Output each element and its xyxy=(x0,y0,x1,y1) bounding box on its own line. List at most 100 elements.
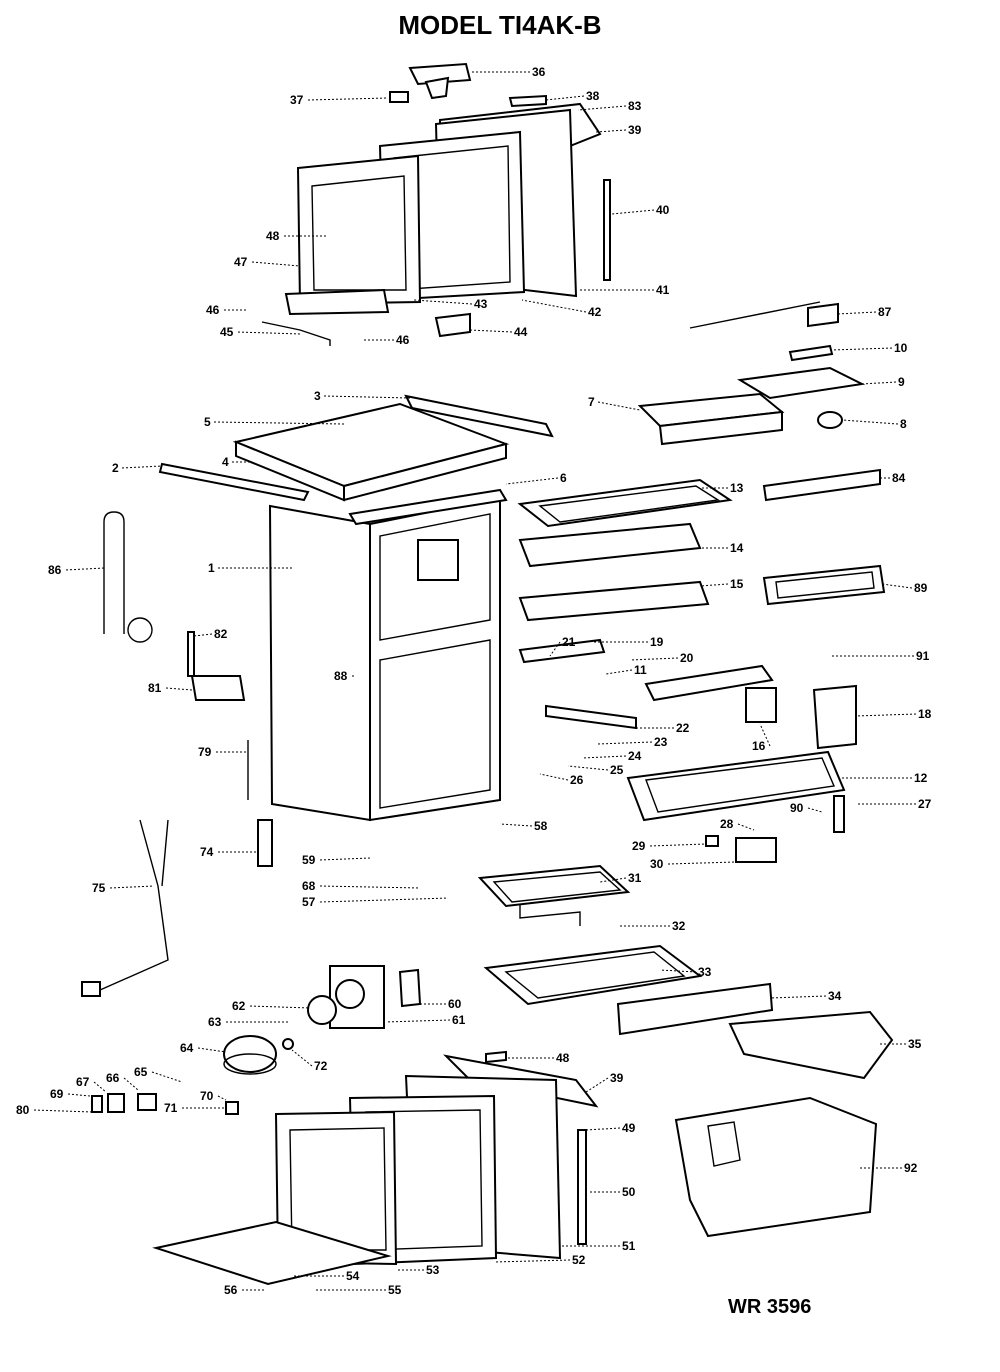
leader-line-72 xyxy=(291,1049,313,1067)
relay-cover xyxy=(137,1093,157,1111)
door-bottom-shelf xyxy=(152,1220,392,1286)
callout-48: 48 xyxy=(556,1051,570,1065)
kickplate xyxy=(616,982,774,1036)
leader-line-45 xyxy=(237,331,301,335)
crisper-clip xyxy=(735,837,777,863)
callout-60: 60 xyxy=(448,997,462,1011)
callout-29: 29 xyxy=(632,839,646,853)
crisper-cover-grid xyxy=(504,951,686,999)
callout-32: 32 xyxy=(672,919,686,933)
leader-line-23 xyxy=(597,741,653,745)
callout-46: 46 xyxy=(206,303,220,317)
callout-61: 61 xyxy=(452,1013,466,1027)
callout-19: 19 xyxy=(650,635,664,649)
ice-tray xyxy=(762,564,886,606)
wire-shelf-grid xyxy=(645,757,836,813)
callout-75: 75 xyxy=(92,881,106,895)
callout-36: 36 xyxy=(532,65,546,79)
callout-71: 71 xyxy=(164,1101,178,1115)
drip-tray xyxy=(518,580,710,622)
leader-line-61 xyxy=(385,1019,451,1023)
leader-line-8 xyxy=(841,419,899,425)
lower-door-stop xyxy=(485,1050,507,1064)
thermostat-sensor xyxy=(187,631,195,677)
callout-30: 30 xyxy=(650,857,664,871)
freezer-door-assembly xyxy=(261,62,611,346)
compressor-components xyxy=(91,965,422,1115)
callout-25: 25 xyxy=(610,763,624,777)
tube-coil xyxy=(127,617,153,643)
callout-50: 50 xyxy=(622,1185,636,1199)
callout-86: 86 xyxy=(48,563,62,577)
power-plug xyxy=(81,981,101,997)
callout-5: 5 xyxy=(204,415,211,429)
fan-motor xyxy=(335,979,365,1009)
fan-mount xyxy=(398,968,422,1008)
callout-46: 46 xyxy=(396,333,410,347)
leader-line-10 xyxy=(831,347,893,351)
leader-line-5 xyxy=(213,421,345,425)
lower-door-seal-strip xyxy=(577,1129,587,1245)
thermostat-bracket xyxy=(807,302,839,328)
leader-line-15 xyxy=(699,583,729,587)
leader-line-29 xyxy=(649,843,707,847)
callout-63: 63 xyxy=(208,1015,222,1029)
leader-line-34 xyxy=(769,995,827,999)
control-parts xyxy=(517,301,886,622)
callout-79: 79 xyxy=(198,745,212,759)
cabinet-side xyxy=(268,504,371,822)
leader-line-68 xyxy=(319,885,421,889)
leader-line-65 xyxy=(151,1071,183,1083)
leader-line-21 xyxy=(549,641,561,657)
power-cord-lead xyxy=(161,819,169,887)
cabinet-lower-opening xyxy=(379,639,491,809)
top-rail-rear xyxy=(404,394,554,438)
callout-28: 28 xyxy=(720,817,734,831)
shelf-track xyxy=(545,704,637,730)
callout-8: 8 xyxy=(900,417,907,431)
callout-80: 80 xyxy=(16,1103,30,1117)
callout-7: 7 xyxy=(588,395,595,409)
door-hinge-lower xyxy=(434,312,471,338)
wire-shelf xyxy=(626,750,846,822)
callout-6: 6 xyxy=(560,471,567,485)
lower-door-liner xyxy=(274,1110,398,1266)
light-socket xyxy=(745,687,777,723)
callout-24: 24 xyxy=(628,749,642,763)
leader-line-26 xyxy=(539,773,569,781)
leader-line-44 xyxy=(469,329,513,333)
leader-line-9 xyxy=(861,381,897,385)
leader-line-49 xyxy=(585,1127,621,1131)
leader-line-87 xyxy=(837,311,877,315)
door-seal-strip xyxy=(603,179,611,281)
leader-line-39 xyxy=(595,129,627,133)
callout-33: 33 xyxy=(698,965,712,979)
callout-10: 10 xyxy=(894,341,908,355)
leader-line-47 xyxy=(251,261,301,267)
leader-line-57 xyxy=(319,897,449,903)
evaporator-tray xyxy=(518,522,702,568)
leader-line-81 xyxy=(165,687,193,691)
callout-38: 38 xyxy=(586,89,600,103)
leader-line-83 xyxy=(577,105,627,111)
leader-line-42 xyxy=(521,299,587,313)
callout-11: 11 xyxy=(634,663,647,677)
callout-88: 88 xyxy=(334,669,348,683)
callout-31: 31 xyxy=(628,871,642,885)
capillary-tube xyxy=(689,301,821,329)
evaporator-cover xyxy=(517,478,733,528)
condenser-fins xyxy=(492,871,622,903)
leader-line-25 xyxy=(567,765,609,771)
meat-pan xyxy=(728,1010,894,1080)
door-shelf xyxy=(284,288,390,316)
condenser-tube xyxy=(103,511,125,634)
callout-16: 16 xyxy=(752,739,766,753)
callout-42: 42 xyxy=(588,305,602,319)
crisper-drawer-handle xyxy=(707,1121,741,1167)
leader-line-59 xyxy=(319,857,371,861)
leader-line-39 xyxy=(585,1077,609,1093)
diagram-title: MODEL TI4AK-B xyxy=(398,10,602,40)
callout-39: 39 xyxy=(628,123,642,137)
